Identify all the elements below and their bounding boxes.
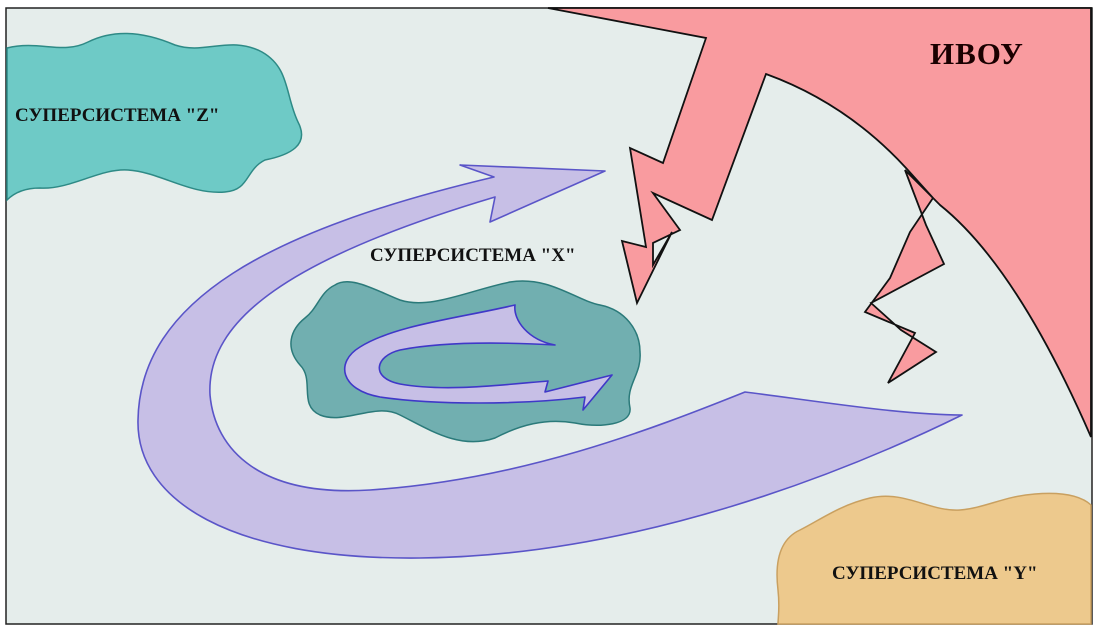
supersystem-y-label: СУПЕРСИСТЕМА "Y" xyxy=(832,563,1038,584)
ivou-label: ИВОУ xyxy=(930,36,1024,71)
supersystem-x-blob xyxy=(290,280,641,443)
large-cycle-arrow xyxy=(137,164,963,559)
small-cycle-arrow xyxy=(343,304,613,411)
supersystem-x-label: СУПЕРСИСТЕМА "X" xyxy=(370,245,576,266)
supersystem-z-blob xyxy=(6,32,303,202)
supersystem-y-blob xyxy=(776,492,1092,625)
ivou-region xyxy=(547,7,1092,438)
supersystem-z-label: СУПЕРСИСТЕМА "Z" xyxy=(15,105,219,126)
